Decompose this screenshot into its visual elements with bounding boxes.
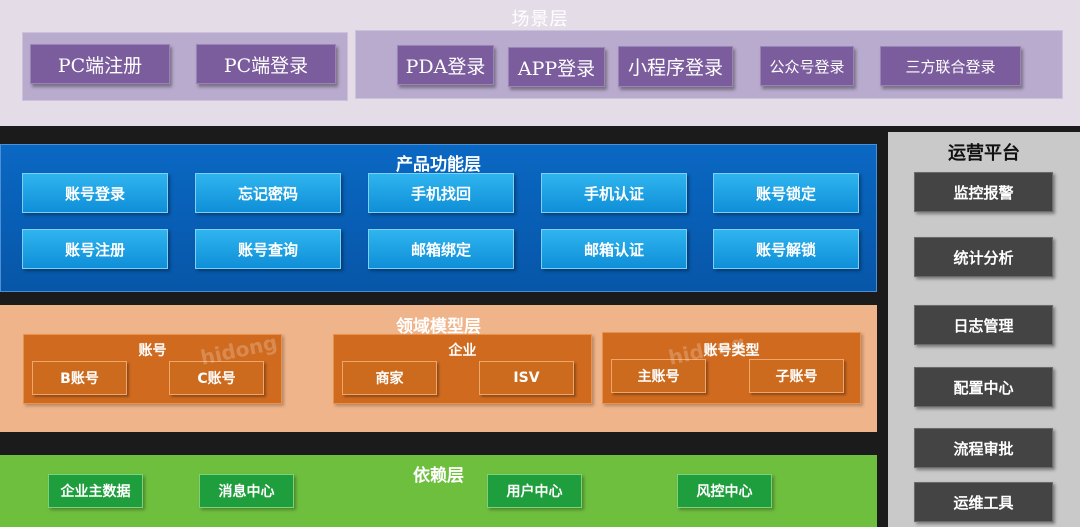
log-management-button[interactable]: 日志管理 <box>914 305 1053 345</box>
miniprogram-login-button[interactable]: 小程序登录 <box>618 46 733 87</box>
account-register-button[interactable]: 账号注册 <box>22 229 168 269</box>
domain-layer-title: 领域模型层 <box>396 317 481 337</box>
ops-platform-title: 运营平台 <box>948 143 1020 164</box>
account-lock-button[interactable]: 账号锁定 <box>713 173 859 213</box>
config-center-button[interactable]: 配置中心 <box>914 367 1053 407</box>
pc-register-button[interactable]: PC端注册 <box>30 44 170 84</box>
dependency-layer-title: 依赖层 <box>413 466 464 486</box>
merchant-button[interactable]: 商家 <box>342 361 437 395</box>
sub-account-button[interactable]: 子账号 <box>749 359 844 393</box>
app-login-button[interactable]: APP登录 <box>508 47 605 87</box>
third-party-login-button[interactable]: 三方联合登录 <box>880 46 1021 86</box>
account-type-group-title: 账号类型 <box>703 343 760 359</box>
isv-button[interactable]: ISV <box>479 361 574 395</box>
ops-tools-button[interactable]: 运维工具 <box>914 482 1053 522</box>
official-account-login-button[interactable]: 公众号登录 <box>760 46 854 86</box>
user-center-button[interactable]: 用户中心 <box>487 474 582 508</box>
account-unlock-button[interactable]: 账号解锁 <box>713 229 859 269</box>
scene-layer-title: 场景层 <box>511 9 569 30</box>
account-login-button[interactable]: 账号登录 <box>22 173 168 213</box>
pda-login-button[interactable]: PDA登录 <box>397 45 494 85</box>
pc-login-button[interactable]: PC端登录 <box>196 44 336 84</box>
account-query-button[interactable]: 账号查询 <box>195 229 341 269</box>
workflow-approval-button[interactable]: 流程审批 <box>914 428 1053 468</box>
phone-recovery-button[interactable]: 手机找回 <box>368 173 514 213</box>
main-account-button[interactable]: 主账号 <box>611 359 706 393</box>
email-binding-button[interactable]: 邮箱绑定 <box>368 229 514 269</box>
enterprise-group-title: 企业 <box>448 343 477 359</box>
b-account-button[interactable]: B账号 <box>32 361 127 395</box>
forgot-password-button[interactable]: 忘记密码 <box>195 173 341 213</box>
statistics-analysis-button[interactable]: 统计分析 <box>914 237 1053 277</box>
monitoring-alert-button[interactable]: 监控报警 <box>914 172 1053 212</box>
message-center-button[interactable]: 消息中心 <box>199 474 294 508</box>
email-verification-button[interactable]: 邮箱认证 <box>541 229 687 269</box>
account-group-title: 账号 <box>138 343 167 359</box>
risk-control-center-button[interactable]: 风控中心 <box>677 474 772 508</box>
phone-verification-button[interactable]: 手机认证 <box>541 173 687 213</box>
product-layer-title: 产品功能层 <box>396 155 481 175</box>
enterprise-master-data-button[interactable]: 企业主数据 <box>48 474 143 508</box>
c-account-button[interactable]: C账号 <box>169 361 264 395</box>
